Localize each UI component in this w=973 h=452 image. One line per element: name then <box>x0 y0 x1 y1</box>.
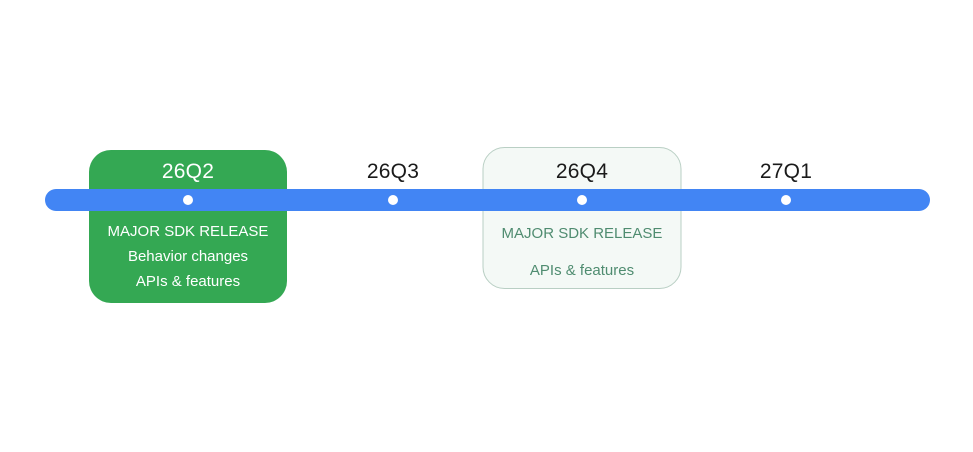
quarter-label-26q3: 26Q3 <box>366 160 420 183</box>
detail-line: MAJOR SDK RELEASE <box>501 225 663 242</box>
detail-line: MAJOR SDK RELEASE <box>107 223 269 240</box>
detail-line: Behavior changes <box>127 248 249 265</box>
milestone-dot-26q2[interactable] <box>183 195 193 205</box>
quarter-details-26q4: MAJOR SDK RELEASE APIs & features <box>483 215 681 289</box>
quarter-card-26q2 <box>89 150 287 303</box>
quarter-label-26q4: 26Q4 <box>555 160 609 183</box>
quarter-card-26q4 <box>482 147 682 289</box>
milestone-dot-26q3[interactable] <box>388 195 398 205</box>
detail-line: APIs & features <box>135 273 241 290</box>
quarter-label-27q1: 27Q1 <box>759 160 813 183</box>
milestone-dot-26q4[interactable] <box>577 195 587 205</box>
quarter-label-26q2: 26Q2 <box>161 160 215 183</box>
timeline-rail <box>45 189 930 211</box>
quarter-details-26q2: MAJOR SDK RELEASE Behavior changes APIs … <box>89 219 287 294</box>
detail-line: APIs & features <box>529 262 635 279</box>
milestone-dot-27q1[interactable] <box>781 195 791 205</box>
